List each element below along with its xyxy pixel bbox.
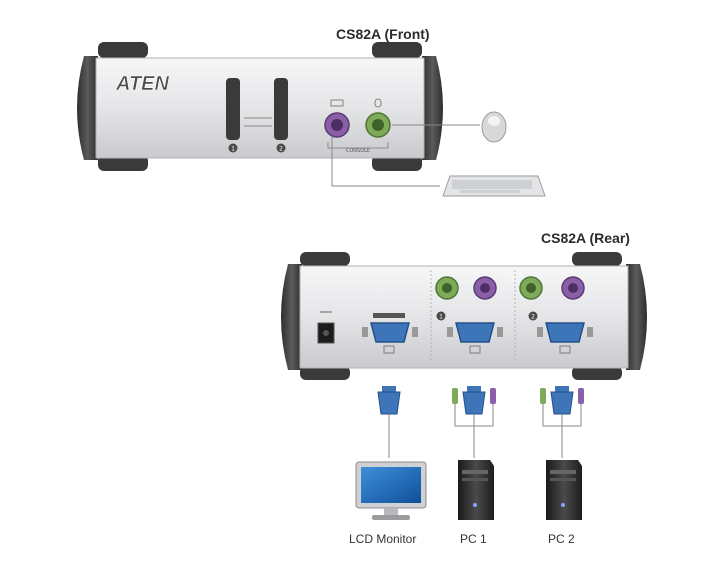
keyboard-cable [331,137,440,187]
vga-mount-screw [447,327,453,337]
console-label-plate [373,313,405,318]
console-bracket [327,142,389,149]
rear-end-cap-left [281,264,302,370]
pc2-vga-port[interactable] [545,322,585,343]
vga-icon [469,345,481,354]
front-end-cap-right [422,56,443,160]
front-foot [98,155,148,171]
vga-mount-screw [537,327,543,337]
pc2-kvm-cable-connector [540,386,584,427]
port-socket [526,283,536,293]
vga-mount-screw [587,327,593,337]
keyboard-port-label-icon [330,99,344,107]
console-label: CONSOLE [346,148,370,154]
rear-port-number-2: 2 [531,314,535,321]
vga-icon [559,345,571,354]
pc1-tower-icon [458,460,494,520]
front-foot [372,42,422,58]
front-chassis [95,57,425,159]
pc2-label: PC 2 [548,532,575,546]
console-vga-port[interactable] [370,322,410,343]
vga-mount-screw [412,327,418,337]
button-number-2: 2 [279,146,283,153]
rear-end-cap-right [626,264,647,370]
rear-foot [300,366,350,380]
pc1-label: PC 1 [460,532,487,546]
rear-title: CS82A (Rear) [541,230,630,246]
rear-unit: 1 2 [281,252,647,380]
mouse-port-label-icon [374,98,382,108]
port-socket [372,119,384,131]
pc2-tower-icon [546,460,582,520]
lcd-monitor-label: LCD Monitor [349,532,417,546]
front-unit: ATEN 1 2 CONSOLE [77,42,443,171]
front-foot [372,155,422,171]
port-socket [480,283,490,293]
rear-foot [300,252,350,266]
port-socket [331,119,343,131]
lcd-monitor-icon [355,461,427,520]
vga-mount-screw [362,327,368,337]
aten-logo: ATEN [115,73,170,95]
rear-foot [572,366,622,380]
keyboard-icon [442,175,546,197]
front-foot [98,42,148,58]
power-jack-pin [323,330,329,336]
button-number-1: 1 [231,146,235,153]
port-select-button-2[interactable] [274,78,288,140]
button-number-badge [276,143,286,153]
monitor-vga-connector [377,386,401,415]
vga-mount-screw [497,327,503,337]
front-end-cap-left [77,56,98,160]
pc1-vga-port[interactable] [455,322,495,343]
port-select-button-1[interactable] [226,78,240,140]
port-number-badge [528,311,538,321]
mouse-icon [481,111,507,143]
rear-port-number-1: 1 [439,314,443,321]
front-title: CS82A (Front) [336,26,430,42]
rear-foot [572,252,622,266]
port-number-badge [436,311,446,321]
port-socket [442,283,452,293]
vga-icon [383,345,395,354]
port-socket [568,283,578,293]
button-number-badge [228,143,238,153]
